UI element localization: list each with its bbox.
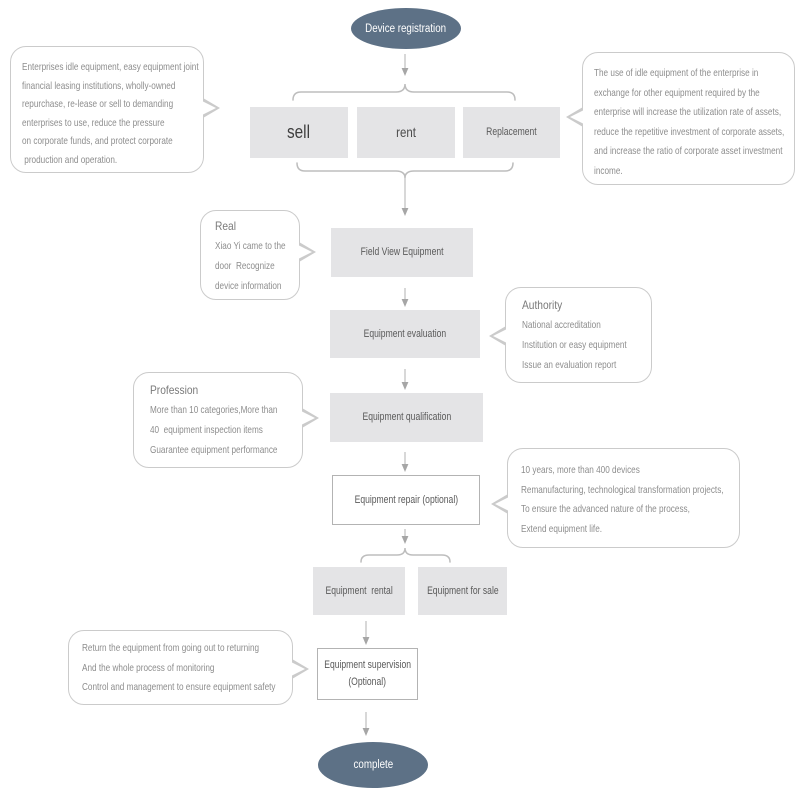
callout-line: and increase the ratio of corporate asse… <box>594 145 783 157</box>
callout-exchange: The use of idle equipment of the enterpr… <box>566 52 795 185</box>
callout-line: And the whole process of monitoring <box>82 661 215 674</box>
callout-line: door Recognize <box>215 260 275 272</box>
brace-options-top <box>292 83 516 101</box>
callout-line: Institution or easy equipment <box>522 339 627 351</box>
arrowhead <box>401 382 409 390</box>
callout-return: Return the equipment from going out to r… <box>68 630 309 705</box>
callout-line: 10 years, more than 400 devices <box>521 464 640 476</box>
arrowhead <box>401 536 409 544</box>
callout-line: Guarantee equipment performance <box>150 444 278 456</box>
box-evaluation-label: Equipment evaluation <box>363 327 447 340</box>
callout-line: repurchase, re-lease or sell to demandin… <box>22 98 174 110</box>
callout-line: Enterprises idle equipment, easy equipme… <box>22 61 199 73</box>
box-equipment-evaluation: Equipment evaluation <box>330 310 480 358</box>
box-supervision-label-line1: Equipment supervision <box>324 659 411 671</box>
arrowhead <box>401 299 409 307</box>
arrowhead <box>401 464 409 472</box>
callout-line: Control and management to ensure equipme… <box>82 681 276 693</box>
box-replacement-label: Replacement <box>486 126 537 138</box>
callout-line: enterprise will increase the utilization… <box>594 106 782 118</box>
box-equipment-rental: Equipment rental <box>313 567 405 615</box>
callout-line: National accreditation <box>522 319 601 331</box>
callout-line: reduce the repetitive investment of corp… <box>594 125 785 138</box>
box-supervision-label-line2: (Optional) <box>348 676 387 688</box>
box-replacement: Replacement <box>463 107 560 158</box>
callout-line: Issue an evaluation report <box>522 359 617 371</box>
box-field-view-label: Field View Equipment <box>360 246 444 258</box>
box-field-view-equipment: Field View Equipment <box>331 228 473 277</box>
callout-line: income. <box>594 164 623 177</box>
callout-line: production and operation. <box>22 153 118 166</box>
box-rent-label: rent <box>396 124 416 140</box>
box-equipment-repair: Equipment repair (optional) <box>332 475 480 525</box>
callout-idle-equipment: Enterprises idle equipment, easy equipme… <box>10 46 220 173</box>
callout-profession: Profession More than 10 categories,More … <box>133 372 319 468</box>
brace-options-bottom <box>296 162 514 179</box>
box-equipment-qualification: Equipment qualification <box>330 393 483 442</box>
callout-line: Xiao Yi came to the <box>215 240 286 252</box>
callout-line: Extend equipment life. <box>521 522 603 535</box>
box-repair-label: Equipment repair (optional) <box>354 493 458 506</box>
start-node: Device registration <box>351 8 461 49</box>
callout-years: 10 years, more than 400 devices Remanufa… <box>491 448 740 548</box>
start-label: Device registration <box>365 22 447 35</box>
callout-line: on corporate funds, and protect corporat… <box>22 135 173 147</box>
box-equipment-for-sale: Equipment for sale <box>418 567 507 615</box>
callout-line: financial leasing institutions, wholly-o… <box>22 79 176 92</box>
box-sell: sell <box>250 107 348 158</box>
callout-line: To ensure the advanced nature of the pro… <box>521 503 690 515</box>
callout-line: The use of idle equipment of the enterpr… <box>594 67 759 79</box>
callout-authority: Authority National accreditation Institu… <box>489 287 652 383</box>
box-sell-label: sell <box>287 122 311 142</box>
callout-title: Profession <box>150 383 199 397</box>
arrowhead <box>362 637 370 645</box>
arrowhead <box>362 728 370 736</box>
callout-title: Authority <box>522 298 563 312</box>
callout-line: enterprises to use, reduce the pressure <box>22 116 165 129</box>
end-node: complete <box>318 742 428 788</box>
box-sale-label: Equipment for sale <box>426 584 499 597</box>
callout-real: Real Xiao Yi came to the door Recognize … <box>200 210 316 300</box>
arrowhead <box>401 208 409 216</box>
callout-line: exchange for other equipment required by… <box>594 86 760 99</box>
arrowhead <box>401 68 409 76</box>
box-qualification-label: Equipment qualification <box>362 411 451 423</box>
end-label: complete <box>353 759 393 771</box>
brace-split-top <box>360 547 451 563</box>
callout-line: More than 10 categories,More than <box>150 404 278 416</box>
callout-line: Remanufacturing, technological transform… <box>521 483 724 496</box>
callout-line: Return the equipment from going out to r… <box>82 642 260 654</box>
callout-line: 40 equipment inspection items <box>150 424 263 436</box>
box-equipment-supervision: Equipment supervision (Optional) <box>317 648 418 700</box>
box-rental-label: Equipment rental <box>325 584 393 597</box>
box-rent: rent <box>357 107 455 158</box>
callout-title: Real <box>215 219 236 233</box>
callout-line: device information <box>215 280 282 292</box>
